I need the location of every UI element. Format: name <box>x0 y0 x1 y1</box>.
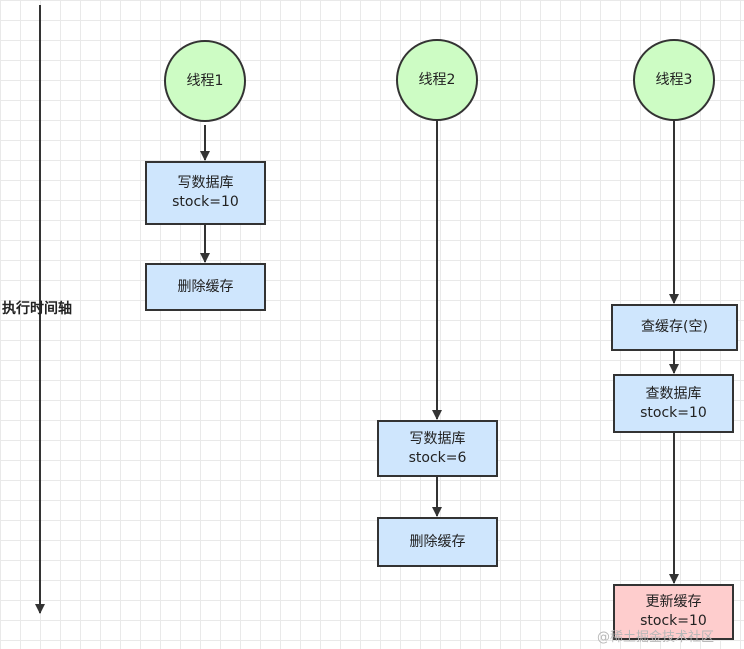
t1-delete-cache-box: 删除缓存 <box>145 263 266 311</box>
t2-delete-cache-title: 删除缓存 <box>409 533 466 550</box>
thread-3-node: 线程3 <box>633 39 715 121</box>
t3-query-cache-box: 查缓存(空) <box>611 304 738 351</box>
t2-write-db-title: 写数据库 <box>409 430 466 447</box>
t3-query-cache-title: 查缓存(空) <box>641 319 708 335</box>
t2-write-db-value: stock=6 <box>408 449 467 466</box>
t3-query-db-title: 查数据库 <box>645 385 702 402</box>
t2-delete-cache-box: 删除缓存 <box>377 517 498 567</box>
thread-2-node: 线程2 <box>396 39 478 121</box>
t3-query-db-value: stock=10 <box>640 404 707 421</box>
t3-update-cache-box: 更新缓存 stock=10 <box>613 584 734 640</box>
thread-2-label: 线程2 <box>418 71 456 88</box>
timeline-label: 执行时间轴 <box>2 301 72 317</box>
t1-delete-cache-title: 删除缓存 <box>177 278 234 295</box>
watermark: @稀土掘金技术社区 <box>597 630 715 645</box>
t3-update-cache-title: 更新缓存 <box>645 594 702 610</box>
thread-3-label: 线程3 <box>655 71 693 88</box>
t1-write-db-title: 写数据库 <box>177 175 234 191</box>
t1-write-db-value: stock=10 <box>172 194 239 210</box>
t3-query-db-box: 查数据库 stock=10 <box>613 374 734 433</box>
t3-update-cache-value: stock=10 <box>640 613 707 629</box>
t2-write-db-box: 写数据库 stock=6 <box>377 420 498 477</box>
thread-1-node: 线程1 <box>164 40 246 122</box>
thread-1-label: 线程1 <box>186 72 224 89</box>
t1-write-db-box: 写数据库 stock=10 <box>145 161 266 225</box>
